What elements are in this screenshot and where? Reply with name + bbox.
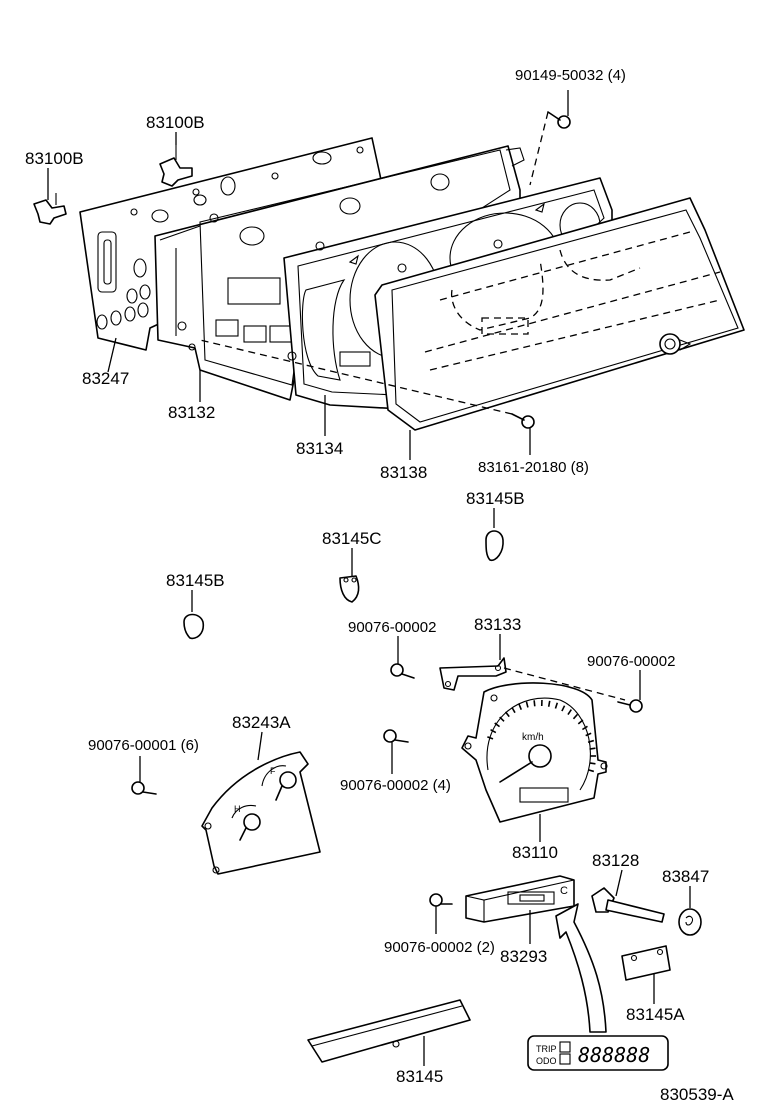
glass-cover-83138 (374, 197, 745, 431)
speedometer-tick (547, 700, 551, 707)
speedometer-tick (490, 729, 497, 734)
speedometer-tick (589, 747, 596, 750)
cover-strip-83145 (307, 999, 471, 1066)
label-83247: 83247 (82, 369, 129, 388)
odometer-lcd-display: TRIP ODO 888888 (527, 1035, 669, 1071)
speedometer-tick (587, 769, 595, 773)
label-83133: 83133 (474, 615, 521, 634)
lcd-odo-label: ODO (536, 1056, 557, 1066)
speedometer-tick (567, 709, 572, 715)
reset-knob-83128 (591, 869, 665, 923)
speedometer-tick (587, 739, 595, 743)
speedometer-tick (511, 707, 516, 714)
screw-90149-50032 (529, 111, 571, 186)
label-83145B-right: 83145B (466, 489, 525, 508)
label-83293: 83293 (500, 947, 547, 966)
label-83243A: 83243A (232, 713, 291, 732)
label-90149-50032: 90149-50032 (4) (515, 67, 626, 84)
odometer-module-83293: C (465, 875, 575, 944)
speedometer-tick (572, 713, 579, 720)
knob-cap-83847 (678, 886, 702, 936)
speedometer-tick (585, 732, 592, 737)
speedometer-tick (525, 701, 529, 708)
label-83145B-left: 83145B (166, 571, 225, 590)
screw-90076-00001 (131, 756, 157, 795)
bulb-cap-83145C (339, 548, 360, 603)
odometer-module-mark: C (560, 885, 568, 897)
label-90076-00002-lower: 90076-00002 (2) (384, 939, 495, 956)
screw-90076-00002-upper-left (390, 636, 415, 679)
label-83100B-top: 83100B (146, 113, 205, 132)
label-90076-00001: 90076-00001 (6) (88, 737, 199, 754)
screw-90076-00002-lower (429, 893, 453, 934)
bulb-cap-83145B-right (485, 508, 504, 562)
speedometer-tick (487, 736, 494, 740)
label-90076-00002-upper-left: 90076-00002 (348, 619, 436, 636)
label-83145A: 83145A (626, 1005, 685, 1024)
part-number-labels: 90149-50032 (4) 83100B 83100B 83247 8313… (25, 67, 734, 1104)
label-83138: 83138 (380, 463, 427, 482)
bulb-holder-83145A (621, 945, 671, 1004)
speedometer-tick (533, 700, 536, 707)
speedometer-tick (499, 716, 505, 722)
bracket-83133 (439, 634, 626, 701)
screw-90076-00002-middle (383, 729, 409, 774)
speedometer-tick (589, 762, 596, 765)
label-83145: 83145 (396, 1067, 443, 1086)
lcd-callout-arrow (555, 903, 607, 1033)
label-83128: 83128 (592, 851, 639, 870)
label-83100B-left: 83100B (25, 149, 84, 168)
label-83145C: 83145C (322, 529, 382, 548)
lcd-digits: 888888 (578, 1043, 650, 1067)
screw-90076-00002-right (617, 670, 643, 713)
label-90076-00002-right: 90076-00002 (587, 653, 675, 670)
label-90076-00002-middle: 90076-00002 (4) (340, 777, 451, 794)
speedometer-tick (518, 703, 523, 710)
speedometer-tick (504, 711, 510, 718)
speedometer-tick (581, 725, 588, 731)
gauge-plate-83243A: H F (201, 731, 321, 875)
speedometer-tick (494, 722, 501, 728)
figure-code: 830539-A (660, 1085, 734, 1104)
label-83161-20180: 83161-20180 (8) (478, 459, 589, 476)
bulb-83100B-left (33, 193, 67, 225)
speedometer-83110: km/h (461, 682, 608, 842)
speedometer-tick-marks (487, 700, 596, 773)
bulb-83100B-top (159, 145, 193, 187)
label-83110: 83110 (512, 843, 558, 862)
temp-h-label: H (234, 804, 241, 814)
speedometer-tick (577, 719, 584, 725)
lcd-trip-label: TRIP (536, 1044, 557, 1054)
label-83134: 83134 (296, 439, 343, 458)
bulb-cap-83145B-left (183, 590, 205, 640)
speedometer-unit-label: km/h (522, 732, 544, 743)
label-83847: 83847 (662, 867, 709, 886)
speedometer-tick (561, 705, 566, 712)
speedometer-tick (554, 702, 559, 709)
label-83132: 83132 (168, 403, 215, 422)
screw-83161-20180 (199, 339, 535, 429)
fuel-f-label: F (270, 766, 276, 776)
